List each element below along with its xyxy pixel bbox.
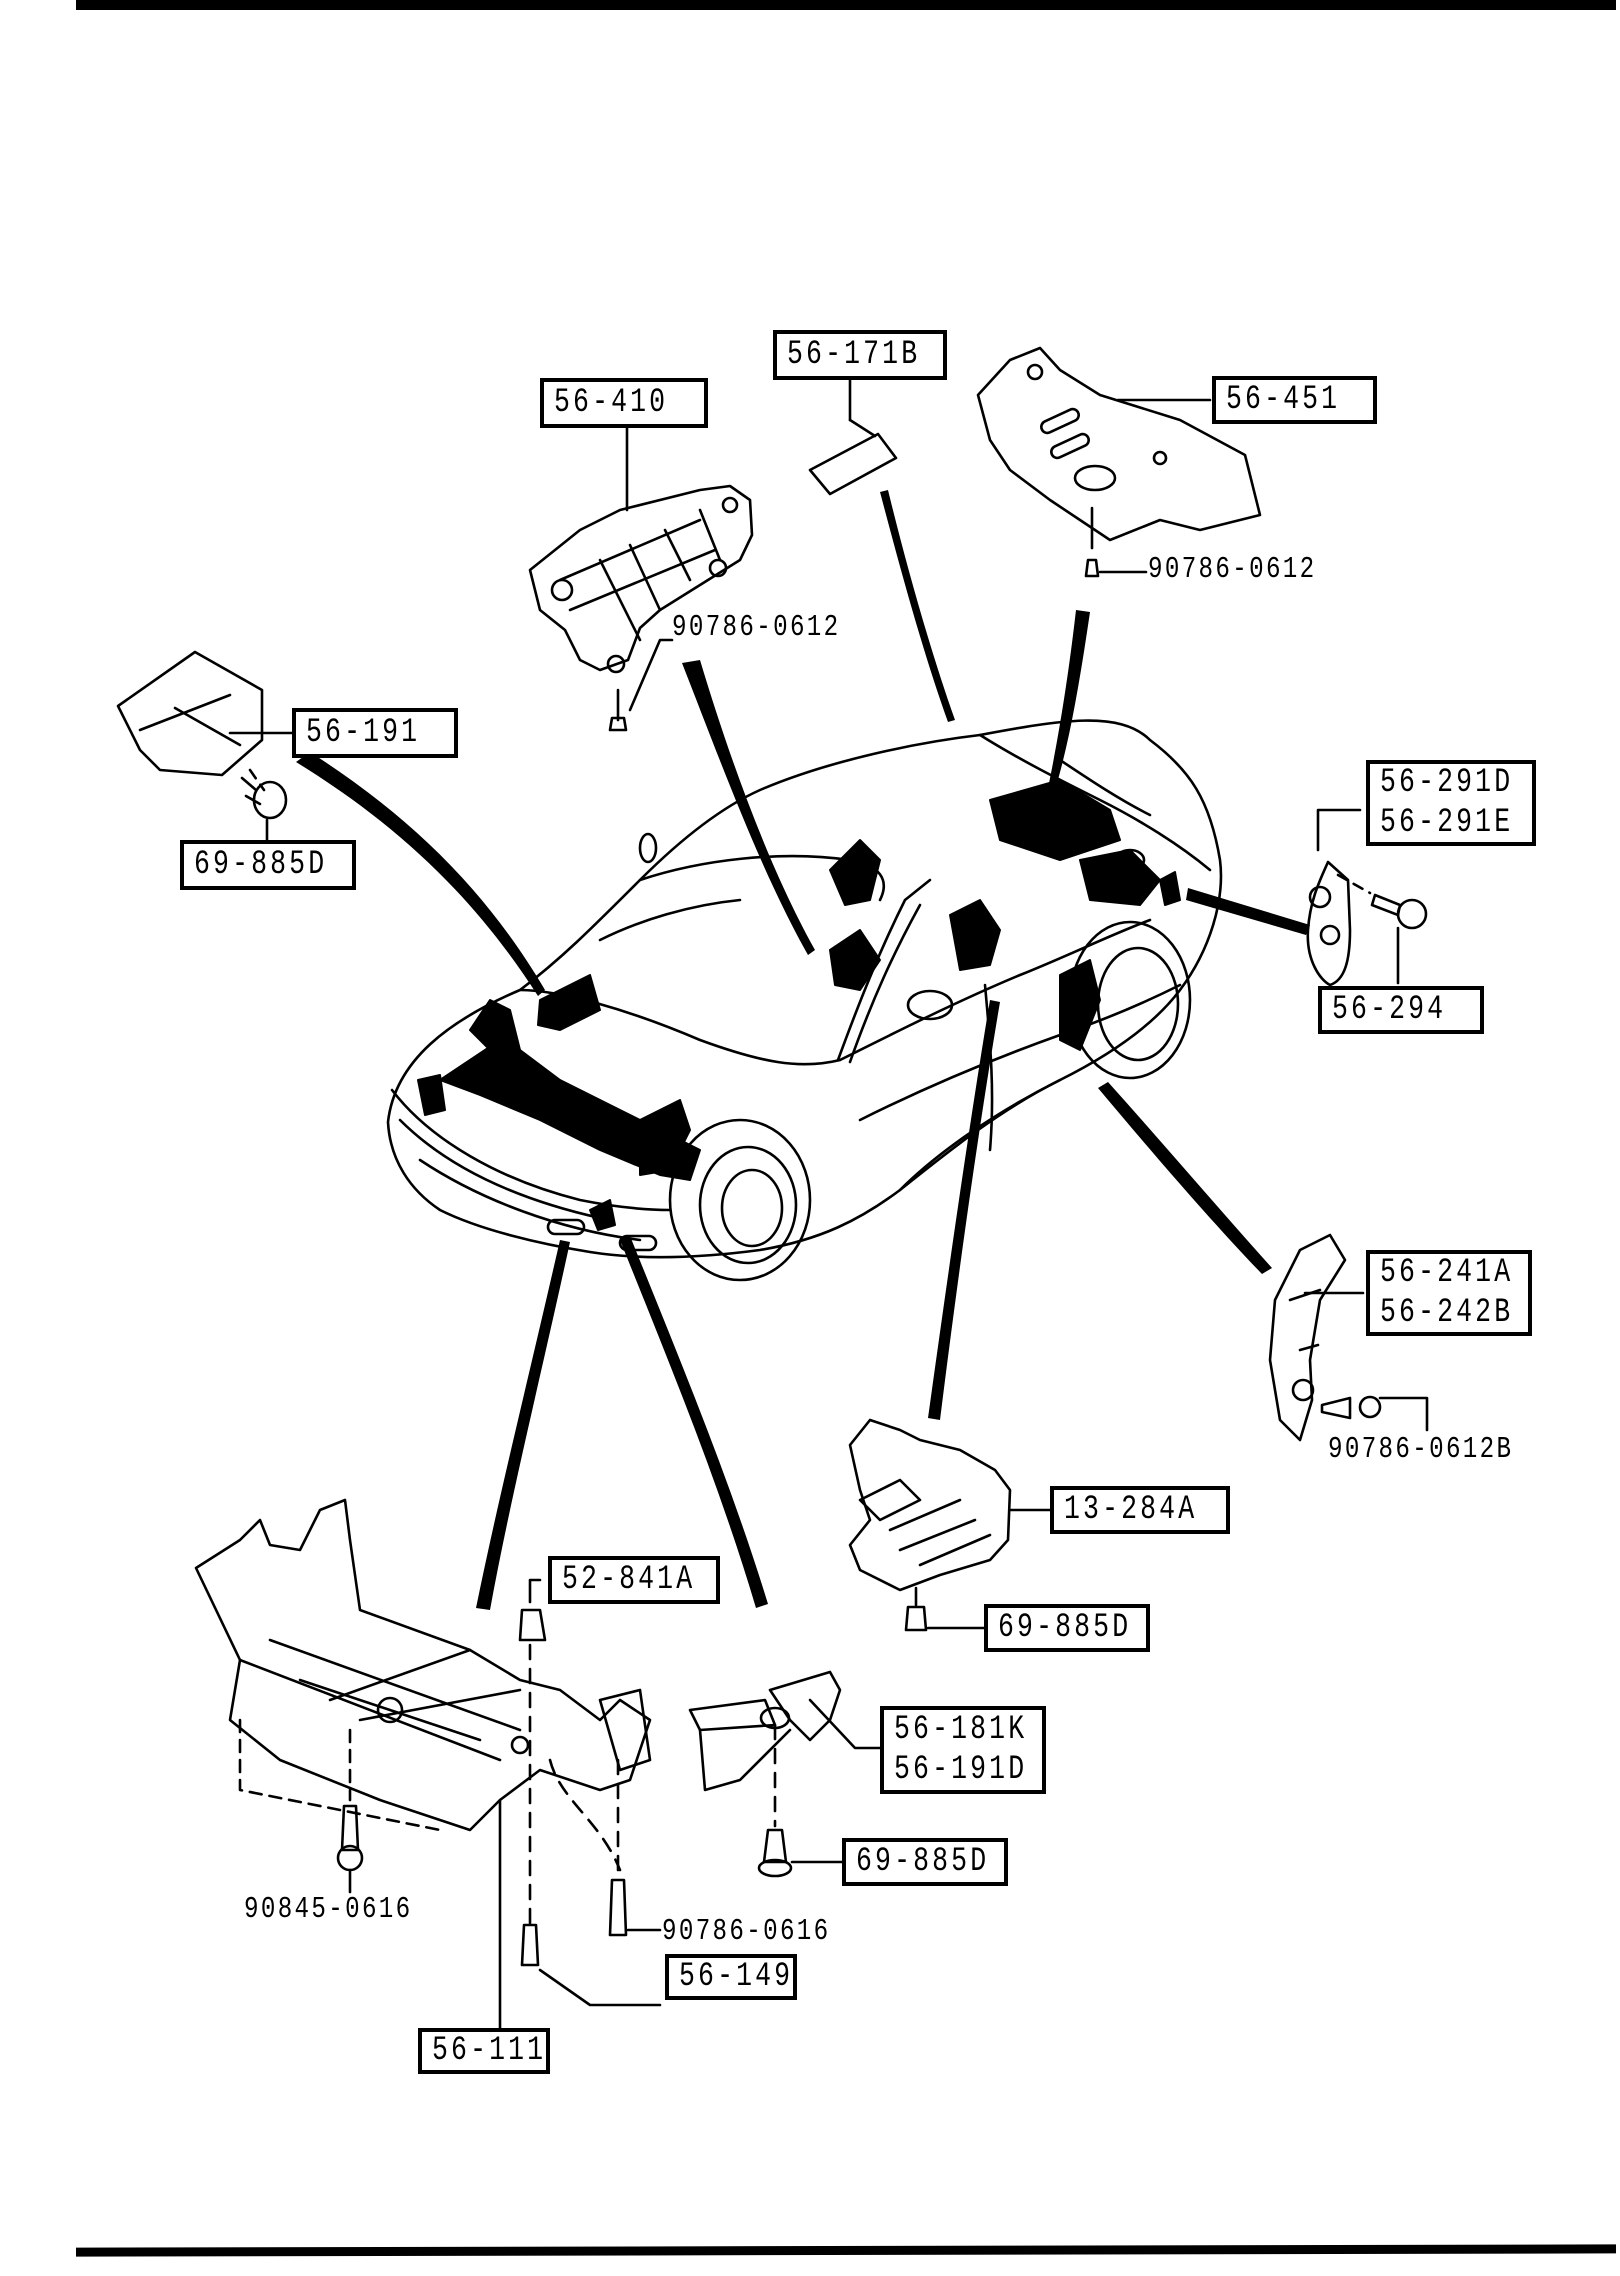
top-rule xyxy=(76,0,1616,10)
part-number: 69-885D xyxy=(998,1609,1132,1647)
callout-56-294[interactable]: 56-294 xyxy=(1318,986,1484,1034)
callout-56-181k-191d[interactable]: 56-181K 56-191D xyxy=(880,1706,1046,1794)
part-number: 69-885D xyxy=(194,846,328,884)
part-number: 56-410 xyxy=(554,384,669,422)
part-number: 90786-0612 xyxy=(1148,552,1317,587)
part-number: 56-242B xyxy=(1380,1294,1514,1332)
part-56-410-shield xyxy=(528,388,754,732)
callout-56-451[interactable]: 56-451 xyxy=(1212,376,1377,424)
callout-56-410[interactable]: 56-410 xyxy=(540,378,708,428)
part-number: 13-284A xyxy=(1064,1491,1198,1529)
part-number: 90845-0616 xyxy=(244,1892,413,1927)
callout-56-191[interactable]: 56-191 xyxy=(292,708,458,758)
leader-wedges xyxy=(296,490,1310,1610)
part-number: 52-841A xyxy=(562,1561,696,1599)
callout-56-291d-e[interactable]: 56-291D 56-291E xyxy=(1366,760,1536,846)
callout-56-171b[interactable]: 56-171B xyxy=(773,330,947,380)
callout-56-111[interactable]: 56-111 xyxy=(418,2028,550,2074)
part-56-191-panel xyxy=(116,650,294,842)
callout-69-885d-lower[interactable]: 69-885D xyxy=(842,1838,1008,1886)
part-number: 56-111 xyxy=(432,2032,547,2070)
callout-56-241a-242b[interactable]: 56-241A 56-242B xyxy=(1366,1250,1532,1336)
part-number: 56-241A xyxy=(1380,1254,1514,1292)
part-number: 56-191 xyxy=(306,714,421,752)
part-56-241-fender-liner xyxy=(1268,1233,1429,1442)
part-56-291-bracket xyxy=(1306,808,1428,987)
car-shield-regions xyxy=(417,779,1181,1231)
part-number: 56-291D xyxy=(1380,764,1514,802)
part-number: 56-181K xyxy=(894,1711,1028,1749)
part-56-111-undercover xyxy=(194,1498,662,2042)
callout-90786-0616[interactable]: 90786-0616 xyxy=(662,1914,831,1950)
callout-13-284a[interactable]: 13-284A xyxy=(1050,1486,1230,1534)
car-illustration xyxy=(386,719,1223,1282)
callout-56-149[interactable]: 56-149 xyxy=(665,1954,797,2000)
part-number: 56-191D xyxy=(894,1751,1028,1789)
callout-90845-0616[interactable]: 90845-0616 xyxy=(244,1892,413,1928)
part-56-451-trunk-shield xyxy=(976,346,1262,578)
part-number: 69-885D xyxy=(856,1843,990,1881)
callout-90786-0612-center[interactable]: 90786-0612 xyxy=(672,610,841,646)
callout-69-885d-center[interactable]: 69-885D xyxy=(984,1604,1150,1652)
callout-90786-0612b[interactable]: 90786-0612B xyxy=(1328,1432,1513,1468)
callout-52-841a[interactable]: 52-841A xyxy=(548,1556,720,1604)
part-number: 56-149 xyxy=(679,1958,794,1996)
part-number: 90786-0612 xyxy=(672,610,841,645)
part-56-181k-bracket xyxy=(688,1670,882,1878)
part-number: 56-294 xyxy=(1332,991,1447,1029)
part-number: 56-451 xyxy=(1226,381,1341,419)
callout-69-885d-left[interactable]: 69-885D xyxy=(180,840,356,890)
part-number: 90786-0612B xyxy=(1328,1432,1514,1467)
part-13-284a-shield xyxy=(848,1418,1062,1632)
callout-90786-0612-trunk[interactable]: 90786-0612 xyxy=(1148,552,1317,588)
part-56-171b-label-plate xyxy=(808,372,898,496)
part-number: 56-291E xyxy=(1380,804,1514,842)
part-number: 56-171B xyxy=(787,336,921,374)
part-number: 90786-0616 xyxy=(662,1914,831,1949)
